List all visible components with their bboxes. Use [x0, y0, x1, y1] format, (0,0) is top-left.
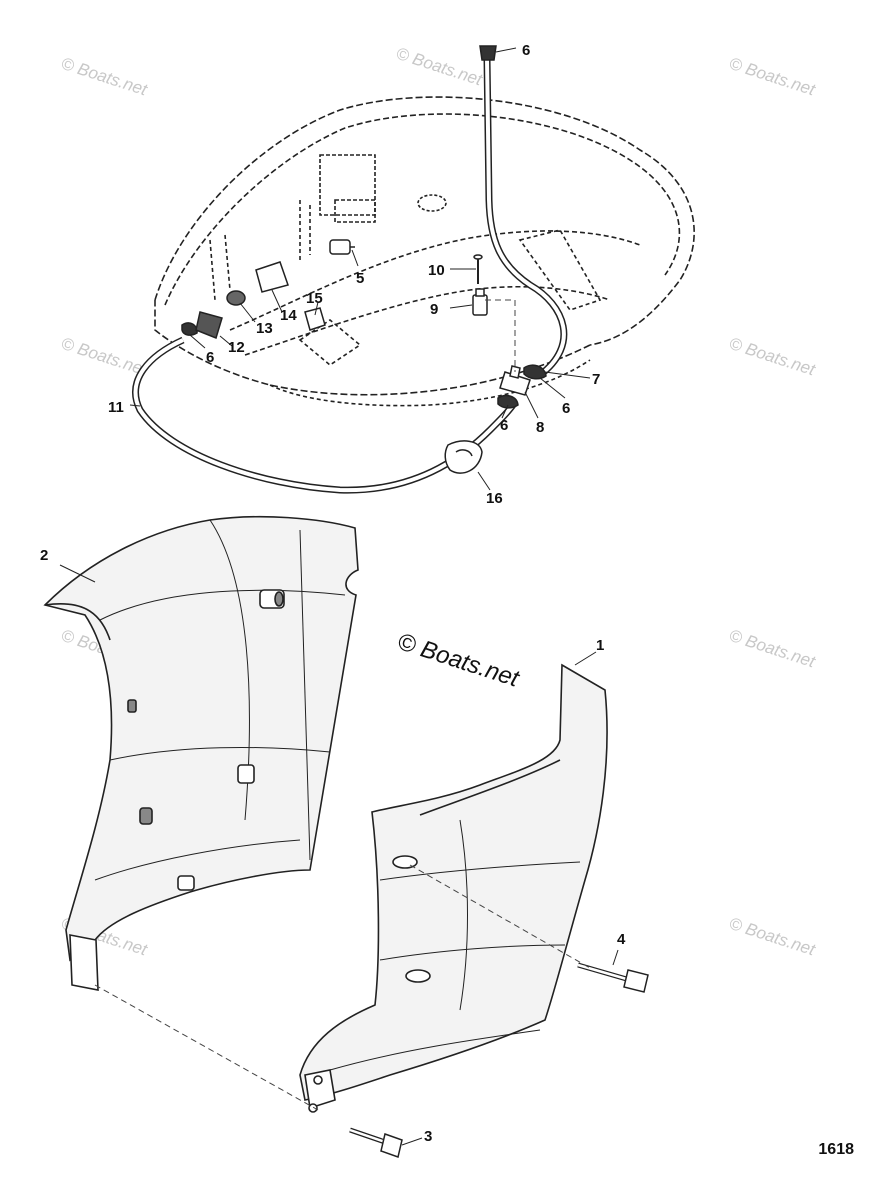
callout-15: 15: [306, 290, 323, 307]
side-cowl-right: [299, 663, 608, 1113]
watermark: © Boats.net: [59, 334, 151, 380]
callout-11: 11: [108, 399, 124, 416]
callout-9: 9: [430, 301, 438, 318]
leader-lines: [59, 47, 619, 1146]
hoses: [132, 57, 568, 494]
callout-12: 12: [228, 339, 245, 356]
callout-6: 6: [562, 400, 570, 417]
callout-2: 2: [40, 547, 48, 564]
watermark: © Boats.net: [394, 44, 486, 90]
callouts: 1 2 3 4 5 6 6 6 6 7 8 9 10 11 12 13 14 1…: [40, 42, 626, 1145]
watermark: © Boats.net: [727, 626, 819, 672]
callout-14: 14: [280, 307, 297, 324]
callout-8: 8: [536, 419, 544, 436]
watermark: © Boats.net: [727, 54, 819, 100]
callout-16: 16: [486, 490, 503, 507]
small-parts: [181, 45, 547, 474]
side-cowl-left: [43, 515, 359, 991]
fasteners: [349, 962, 649, 1158]
callout-5: 5: [356, 270, 364, 287]
callout-3: 3: [424, 1128, 432, 1145]
callout-1: 1: [596, 637, 604, 654]
callout-6: 6: [500, 417, 508, 434]
watermark: © Boats.net: [59, 54, 151, 100]
callout-4: 4: [617, 931, 626, 948]
top-cowl: [154, 96, 695, 407]
callout-7: 7: [592, 371, 600, 388]
watermark: © Boats.net: [727, 334, 819, 380]
callout-10: 10: [428, 262, 445, 279]
alignment-lines: [94, 299, 591, 1111]
watermark-center: © Boats.net: [394, 628, 523, 693]
watermark: © Boats.net: [727, 914, 819, 960]
figure-number: 1618: [818, 1141, 854, 1158]
callout-6: 6: [522, 42, 530, 59]
callout-13: 13: [256, 320, 273, 337]
callout-6: 6: [206, 349, 214, 366]
